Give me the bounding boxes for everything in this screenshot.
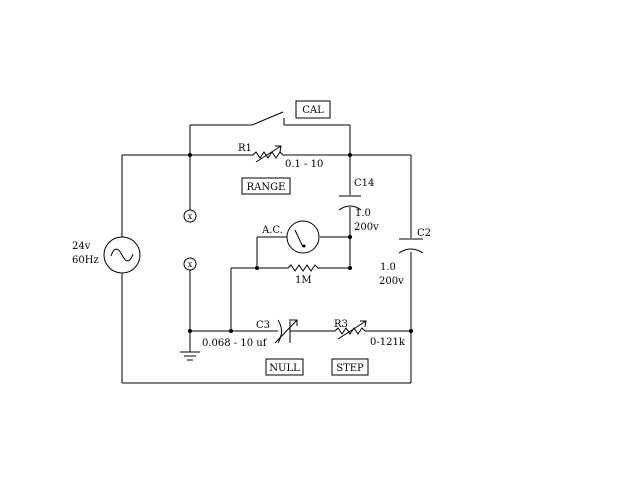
- terminal-lower-icon: x: [183, 257, 197, 271]
- r1-variable-resistor-icon: [252, 145, 285, 163]
- range-label-box: RANGE: [241, 177, 291, 195]
- c2-label: C2: [417, 228, 431, 239]
- c14-capacitor-icon: [338, 195, 362, 211]
- r3-label: R3: [334, 319, 348, 330]
- cal-label-box: CAL: [295, 100, 331, 119]
- svg-text:x: x: [188, 212, 193, 221]
- resistor-1m-label: 1M: [295, 275, 312, 286]
- r3-variable-resistor-icon: [334, 320, 368, 340]
- svg-text:x: x: [188, 260, 193, 269]
- ac-source-icon: [103, 236, 141, 274]
- c14-label: C14: [354, 178, 374, 189]
- ground-icon: [180, 351, 200, 361]
- range-label: RANGE: [247, 182, 286, 193]
- wires: [121, 124, 412, 384]
- source-frequency: 60Hz: [72, 255, 99, 266]
- step-label-box: STEP: [331, 358, 369, 376]
- meter-label: A.C.: [261, 225, 283, 236]
- source-voltage: 24v: [72, 241, 91, 252]
- r3-value: 0-121k: [370, 337, 406, 348]
- null-label: NULL: [269, 363, 300, 374]
- c3-label: C3: [256, 320, 270, 331]
- c3-value: 0.068 - 10 uf: [202, 338, 268, 349]
- null-label-box: NULL: [265, 358, 304, 376]
- cal-switch: [251, 111, 285, 126]
- c3-variable-capacitor-icon: [274, 319, 298, 344]
- c14-value: 1.0: [355, 208, 371, 219]
- junctions: [188, 153, 413, 333]
- step-label: STEP: [336, 363, 364, 374]
- r1-label: R1: [238, 143, 252, 154]
- ac-meter-icon: [286, 220, 320, 254]
- r1-value: 0.1 - 10: [285, 159, 323, 170]
- c2-value: 1.0: [380, 262, 396, 273]
- cal-label: CAL: [302, 105, 324, 116]
- c14-voltage: 200v: [354, 222, 379, 233]
- c2-capacitor-icon: [398, 238, 424, 254]
- c2-voltage: 200v: [379, 276, 404, 287]
- terminal-upper-icon: x: [183, 209, 197, 223]
- resistor-1m-icon: [287, 264, 320, 272]
